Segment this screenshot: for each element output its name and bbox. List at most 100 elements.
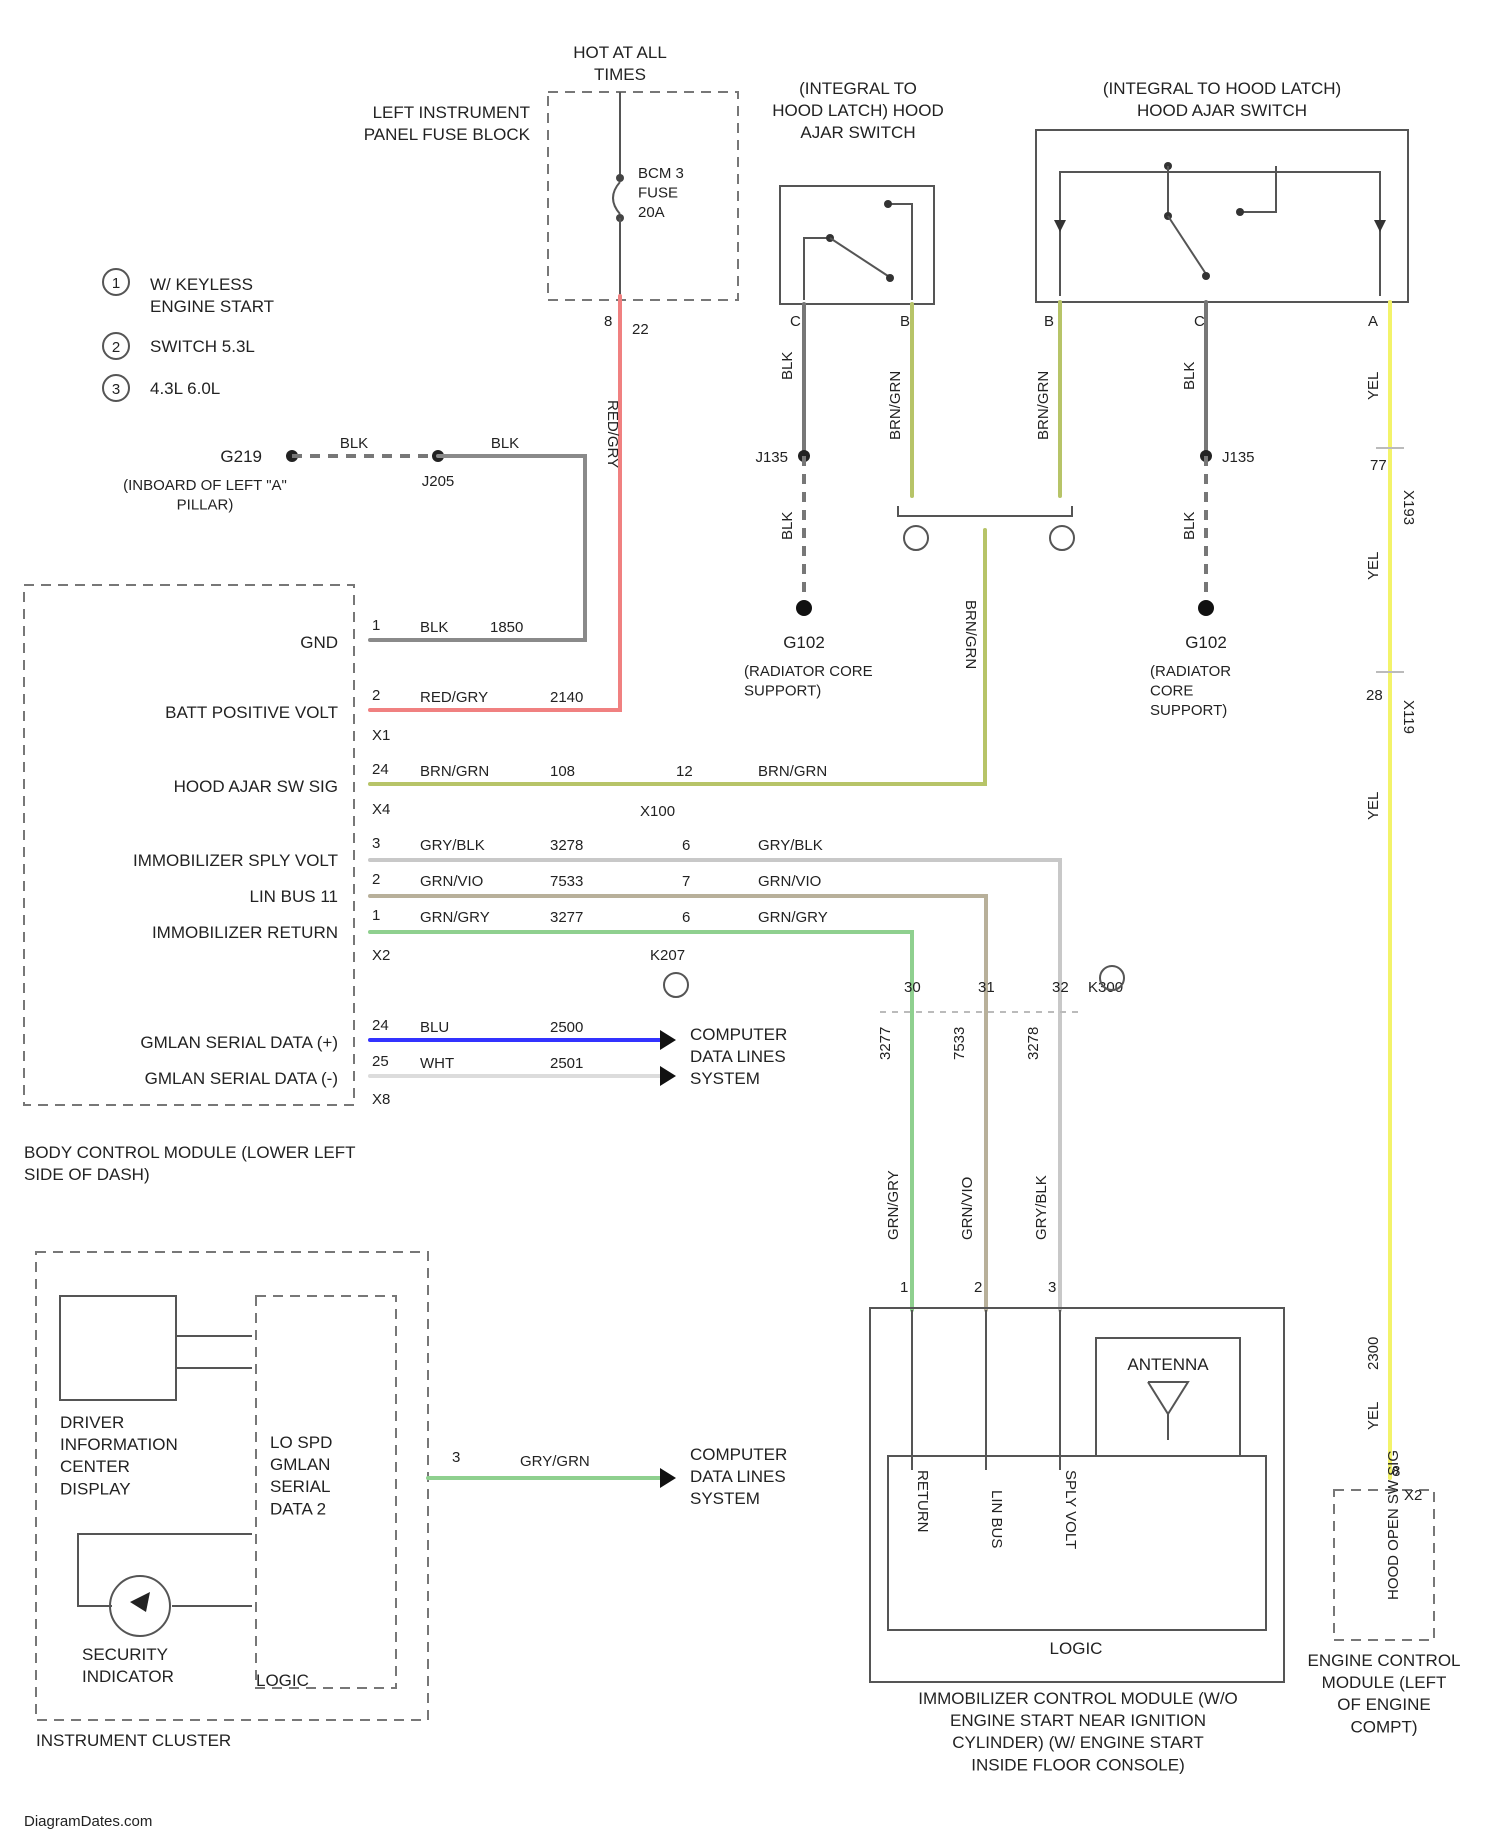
- hood-right-ground-wire-label: BLK: [1181, 512, 1198, 540]
- gnd-wire-color-top: BLK: [491, 435, 519, 452]
- x119-label: X119: [1400, 700, 1417, 734]
- hood-left-ground-wire-label: BLK: [779, 512, 796, 540]
- sply-circuit-vert: 3278: [1025, 1027, 1042, 1060]
- bcm-pin-num-gmlan-pos: 24: [372, 1017, 389, 1034]
- legend-text-3: 4.3L 6.0L: [150, 379, 220, 398]
- bcm-wire-immo-sply: GRY/BLK: [420, 837, 485, 854]
- hood-switch-right-pin-c: C: [1194, 313, 1205, 330]
- bcm-pin-label-immo-ret: IMMOBILIZER RETURN: [152, 923, 338, 942]
- ground-g219-location: (INBOARD OF LEFT "A"PILLAR): [123, 477, 287, 514]
- bcm-circuit-batt: 2140: [550, 689, 583, 706]
- bcm-pin-label-immo-sply: IMMOBILIZER SPLY VOLT: [133, 851, 338, 870]
- yel-label-3: YEL: [1365, 792, 1382, 820]
- bcm-wire-immo-ret: GRN/GRY: [420, 909, 490, 926]
- immo-pin-2: 2: [974, 1279, 982, 1296]
- bcm-circuit-gnd: 1850: [490, 619, 523, 636]
- hood-right-grn-label: BRN/GRN: [1035, 371, 1052, 440]
- bcm-circuit-immo-ret: 3277: [550, 909, 583, 926]
- hood-ajar-wire: [370, 530, 985, 784]
- legend-num-1: 1: [112, 275, 120, 292]
- hood-switch-right-diode-left-icon: [1054, 220, 1066, 232]
- hood-switch-right-lever: [1168, 216, 1206, 274]
- antenna-label: ANTENNA: [1127, 1355, 1209, 1374]
- lo-spd-wire-color: GRY/GRN: [520, 1453, 590, 1470]
- bcm-wire-lin: GRN/VIO: [420, 873, 483, 890]
- lin-wire-vert: GRN/VIO: [959, 1177, 976, 1240]
- bcm-pin-num-gmlan-neg: 25: [372, 1053, 389, 1070]
- bcm-outline: [24, 585, 354, 1105]
- security-indicator-wire: [78, 1534, 252, 1606]
- fuse-element: [613, 182, 620, 214]
- hood-right-blk-label: BLK: [1181, 362, 1198, 390]
- k207-pin-1: 6: [682, 837, 690, 854]
- x193-pin: 77: [1370, 457, 1387, 474]
- bcm-circuit-lin: 7533: [550, 873, 583, 890]
- x193-label: X193: [1400, 490, 1417, 525]
- yel-label-4: YEL: [1365, 1402, 1382, 1430]
- bcm-pin-label-batt: BATT POSITIVE VOLT: [165, 703, 338, 722]
- hood-switch-right-diode-right-icon: [1374, 220, 1386, 232]
- hood-left-blk-label: BLK: [779, 352, 796, 380]
- bcm-conn-x4: X4: [372, 801, 390, 818]
- hood-switch-right-title: (INTEGRAL TO HOOD LATCH)HOOD AJAR SWITCH: [1103, 79, 1341, 120]
- bcm-pin-num-gnd: 1: [372, 617, 380, 634]
- immo-pin-label-sply: SPLY VOLT: [1062, 1470, 1079, 1549]
- hood-switch-right-contact-c: [1236, 208, 1244, 216]
- immo-pin-label-lin: LIN BUS: [988, 1490, 1005, 1548]
- k207-wire-3: GRN/GRY: [758, 909, 828, 926]
- cluster-title: INSTRUMENT CLUSTER: [36, 1731, 231, 1750]
- bcm-circuit-immo-sply: 3278: [550, 837, 583, 854]
- bcm-conn-x2: X2: [372, 947, 390, 964]
- bcm-pin-num-immo-ret: 1: [372, 907, 380, 924]
- hood-left-grn-label: BRN/GRN: [887, 371, 904, 440]
- hood-join-wire-label: BRN/GRN: [962, 600, 979, 669]
- bcm-conn-x8: X8: [372, 1091, 390, 1108]
- data-lines-1: COMPUTERDATA LINESSYSTEM: [690, 1025, 787, 1088]
- x100-pin: 12: [676, 763, 693, 780]
- bcm-circuit-gmlan-pos: 2500: [550, 1019, 583, 1036]
- dic-label: DRIVERINFORMATIONCENTERDISPLAY: [60, 1413, 178, 1498]
- hood-switch-left-internal-a: [804, 238, 828, 300]
- x100-wire-color: BRN/GRN: [758, 763, 827, 780]
- immo-return-wire: [370, 932, 912, 1310]
- k207-note-circle: [664, 973, 688, 997]
- join-note-right: [1050, 526, 1074, 550]
- bcm-pin-num-lin: 2: [372, 871, 380, 888]
- ground-g102-left: [796, 600, 812, 616]
- security-indicator-label: SECURITYINDICATOR: [82, 1645, 174, 1686]
- bcm-pin-label-gmlan-pos: GMLAN SERIAL DATA (+): [140, 1033, 338, 1052]
- bcm-wire-gnd: BLK: [420, 619, 448, 636]
- immo-ret-circuit-vert: 3277: [877, 1027, 894, 1060]
- immo-pin-3: 3: [1048, 1279, 1056, 1296]
- hood-switch-right-box: [1036, 130, 1408, 302]
- hood-switch-right-contact-b: [1202, 272, 1210, 280]
- ground-g102-right-name: G102: [1185, 633, 1227, 652]
- fuse-pin-left: 8: [604, 313, 612, 330]
- hood-switch-left-contact-c: [884, 200, 892, 208]
- k207-wire-2: GRN/VIO: [758, 873, 821, 890]
- ecm-outline: [1334, 1490, 1434, 1640]
- splice-j205-label: J205: [422, 473, 455, 490]
- x100-label: X100: [640, 803, 675, 820]
- ground-g102-right: [1198, 600, 1214, 616]
- hood-switch-left-internal-b: [888, 204, 912, 300]
- k207-pin-2: 7: [682, 873, 690, 890]
- k207-label: K207: [650, 947, 685, 964]
- legend-text-2: SWITCH 5.3L: [150, 337, 255, 356]
- legend-num-3: 3: [112, 381, 120, 398]
- watermark: DiagramDates.com: [24, 1813, 152, 1830]
- bcm-pin-num-hood: 24: [372, 761, 389, 778]
- gmlan-pos-arrow-icon: [660, 1030, 676, 1050]
- hood-switch-left-lever: [830, 238, 888, 276]
- bcm-pin-label-gnd: GND: [300, 633, 338, 652]
- join-note-left: [904, 526, 928, 550]
